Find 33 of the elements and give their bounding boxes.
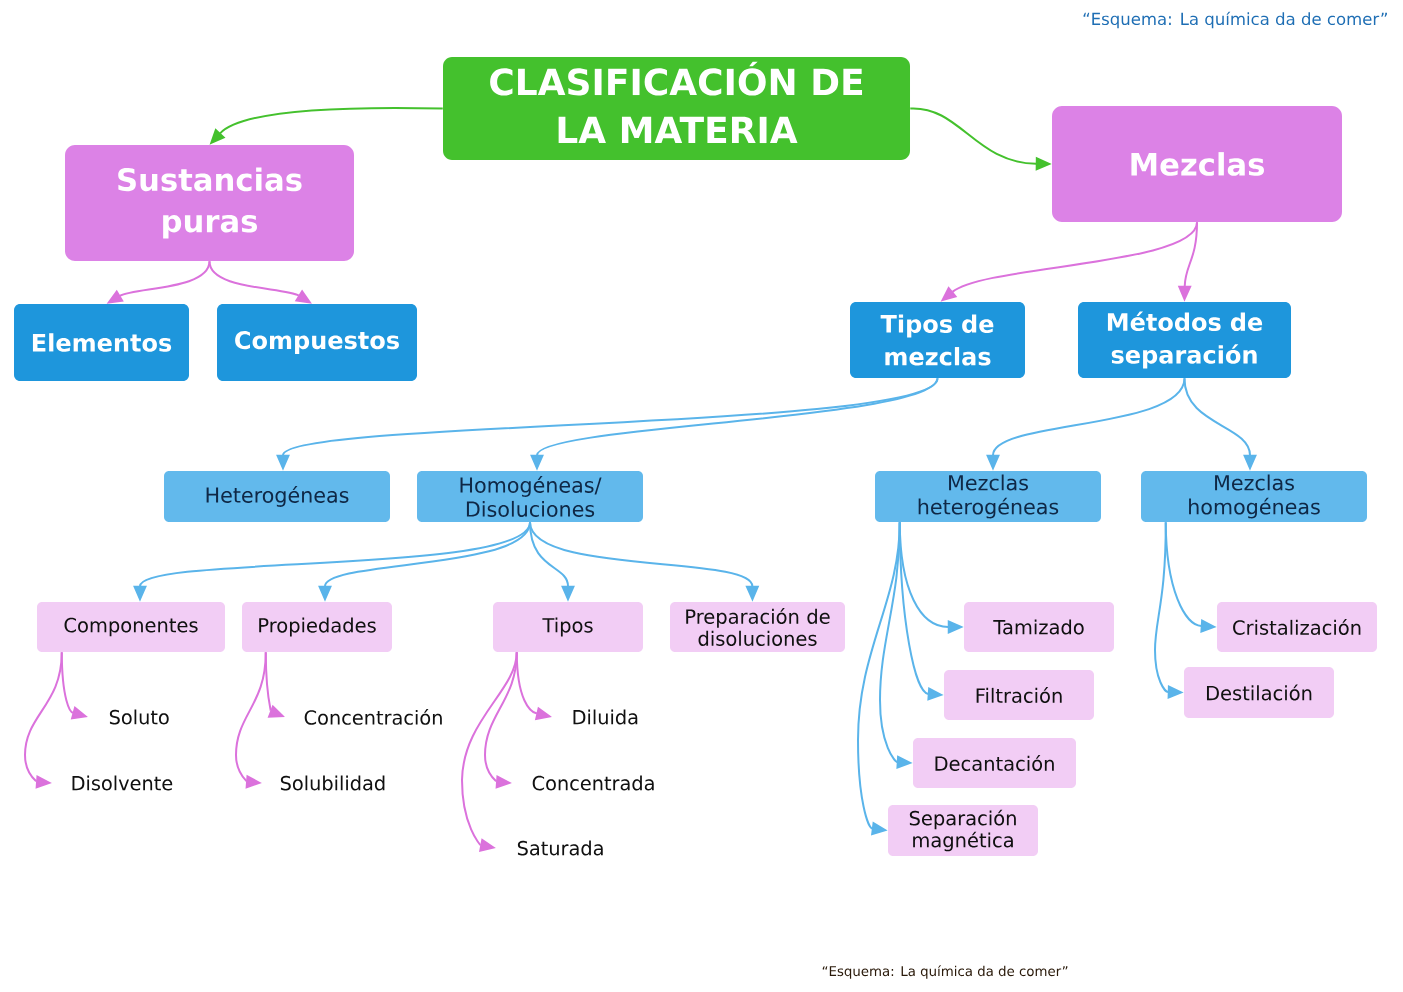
concept-box: Sustancias puras [65, 145, 354, 261]
concept-text: Disolvente [72, 775, 173, 791]
concept-box: Separación magnética [888, 805, 1038, 856]
concept-box: Tipos [493, 602, 643, 652]
concept-box: Tipos de mezclas [850, 302, 1025, 378]
arrow [24, 651, 63, 789]
concept-box: Mezclas heterogéneas [875, 471, 1101, 522]
concept-box: Filtración [944, 670, 1094, 720]
concept-text: Concentrada [532, 775, 654, 791]
concept-text: Concentración [304, 709, 442, 725]
concept-text: Soluto [109, 709, 169, 725]
concept-box: Componentes [37, 602, 225, 652]
concept-box: Tamizado [964, 602, 1114, 652]
arrow [461, 651, 518, 852]
concept-text: Saturada [517, 840, 603, 856]
concept-box: Elementos [14, 304, 189, 381]
concept-box: Mezclas [1052, 106, 1342, 222]
title-box: CLASIFICACIÓN DE LA MATERIA [443, 57, 910, 160]
footer-text: “Esquema: La química da de comer” [822, 965, 1068, 979]
concept-text: Diluida [573, 709, 638, 725]
concept-box: Cristalización [1217, 602, 1377, 652]
concept-box: Homogéneas/ Disoluciones [417, 471, 643, 522]
concept-box: Métodos de separación [1078, 302, 1291, 378]
concept-box: Heterogéneas [164, 471, 390, 522]
header-text: “Esquema: La química da de comer” [1083, 11, 1387, 29]
concept-box: Mezclas homogéneas [1141, 471, 1367, 522]
arrow [235, 651, 267, 789]
concept-box: Destilación [1184, 667, 1334, 718]
concept-box: Compuestos [217, 304, 417, 381]
concept-text: Solubilidad [280, 775, 385, 791]
concept-box: Decantación [913, 738, 1076, 788]
concept-box: Propiedades [242, 602, 392, 652]
concept-box: Preparación de disoluciones [670, 602, 845, 652]
